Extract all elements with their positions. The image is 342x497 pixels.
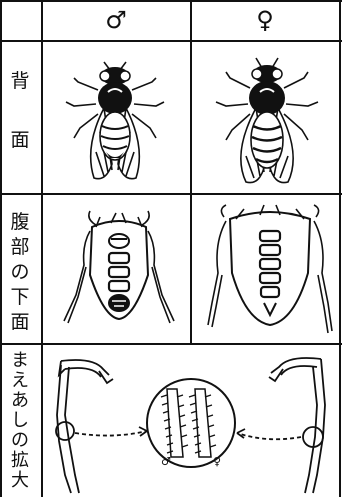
foreleg-magnification-illustration: ♂ ♀	[43, 345, 339, 495]
male-fly-dorsal-illustration	[60, 52, 170, 187]
row-label-abdomen-char: 腹	[0, 213, 40, 232]
female-abdomen-underside-illustration	[204, 203, 336, 339]
row-label-foreleg-char: え	[0, 372, 40, 390]
row-label-foreleg-char: 拡	[0, 452, 40, 470]
male-header-symbol: ♂	[101, 6, 131, 34]
table-top-border	[0, 0, 342, 2]
inset-female-mark: ♀	[213, 455, 221, 468]
inset-male-mark: ♂	[161, 455, 171, 468]
row-label-foreleg-char: あ	[0, 392, 40, 410]
row1-divider	[0, 193, 342, 195]
row-label-foreleg-char: し	[0, 412, 40, 430]
center-column-divider	[190, 0, 192, 343]
header-divider	[0, 40, 342, 42]
row-label-foreleg-char: 大	[0, 472, 40, 490]
right-border	[339, 0, 341, 497]
female-header-symbol: ♀	[250, 6, 280, 34]
row-label-foreleg-char: の	[0, 432, 40, 450]
row-label-back: 背 面	[0, 72, 40, 150]
row-label-abdomen-char: 面	[0, 313, 40, 332]
row-label-abdomen-char: 部	[0, 238, 40, 257]
row-label-abdomen: 腹 部 の 下 面	[0, 213, 40, 332]
row-label-abdomen-char: の	[0, 263, 40, 282]
row-label-foreleg-char: ま	[0, 352, 40, 370]
row-label-back-char: 背	[0, 72, 40, 91]
male-abdomen-underside-illustration	[56, 205, 181, 335]
row-label-foreleg: ま え あ し の 拡 大	[0, 352, 40, 490]
female-fly-dorsal-illustration	[212, 48, 322, 188]
row-label-back-char: 面	[0, 131, 40, 150]
row-label-abdomen-char: 下	[0, 288, 40, 307]
